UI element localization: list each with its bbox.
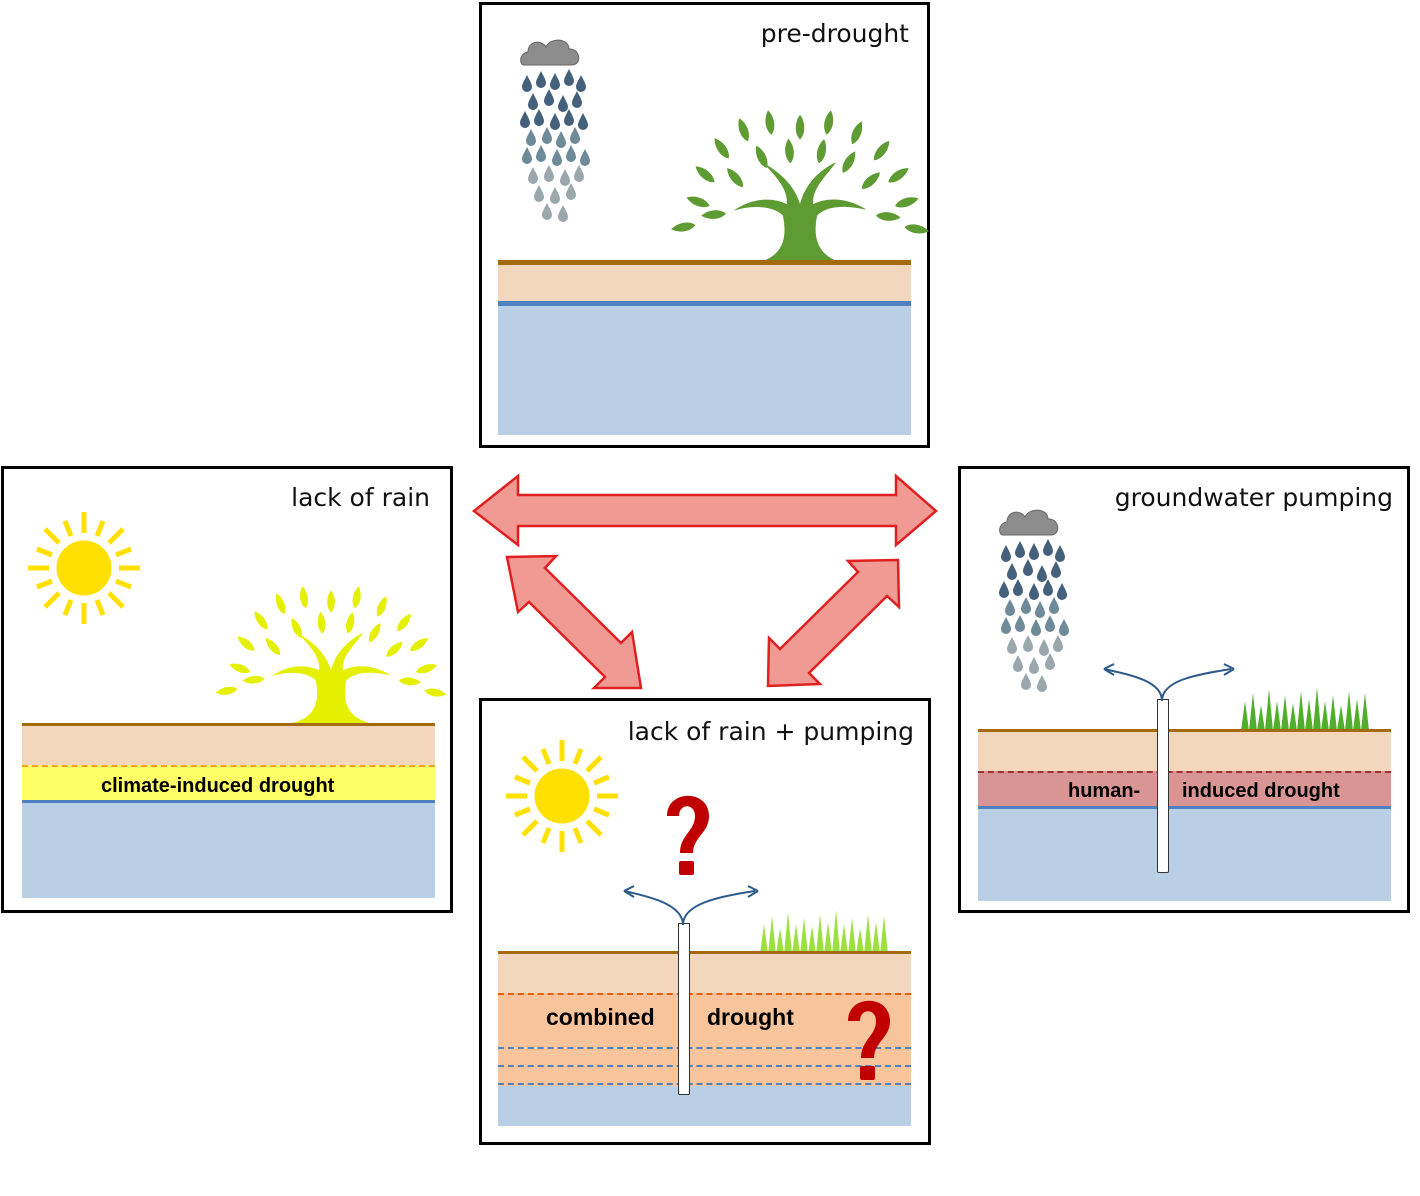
panel-title: groundwater pumping xyxy=(1114,483,1393,512)
groundwater-layer xyxy=(498,306,911,435)
water-table-line xyxy=(978,806,1391,809)
drought-zone xyxy=(22,765,435,801)
panel-title: lack of rain + pumping xyxy=(627,717,914,746)
drought-label-right: induced drought xyxy=(1182,780,1340,802)
water-level-dash-1 xyxy=(498,1047,911,1049)
drought-label-right: drought xyxy=(707,1004,794,1030)
panel-combined: lack of rain + pumping combined drought xyxy=(479,698,931,1145)
panel-title: lack of rain xyxy=(291,483,430,512)
water-level-dash-3 xyxy=(498,1083,911,1085)
drought-zone xyxy=(498,993,911,1087)
topsoil-layer xyxy=(978,729,1391,772)
groundwater-layer xyxy=(22,803,435,898)
water-table-line xyxy=(498,301,911,306)
pump-arrows-icon xyxy=(623,885,759,926)
panel-title: pre-drought xyxy=(760,19,909,48)
groundwater-layer xyxy=(498,1086,911,1126)
topsoil-layer xyxy=(498,951,911,994)
groundwater-layer xyxy=(978,809,1391,901)
topsoil-layer xyxy=(498,260,911,306)
water-table-line xyxy=(22,800,435,803)
water-level-dash-2 xyxy=(498,1065,911,1067)
panel-groundwater-pumping: groundwater pumping human- induced droug… xyxy=(958,466,1410,913)
topsoil-layer xyxy=(22,723,435,766)
pump-arrows-icon xyxy=(1103,663,1235,702)
drought-label: climate-induced drought xyxy=(101,775,335,797)
drought-zone xyxy=(978,771,1391,807)
panel-lack-of-rain: lack of rain climate-induced drought xyxy=(1,466,453,913)
drought-label-left: combined xyxy=(546,1004,655,1030)
drought-label-left: human- xyxy=(1068,780,1141,802)
panel-pre-drought: pre-drought xyxy=(479,2,930,448)
